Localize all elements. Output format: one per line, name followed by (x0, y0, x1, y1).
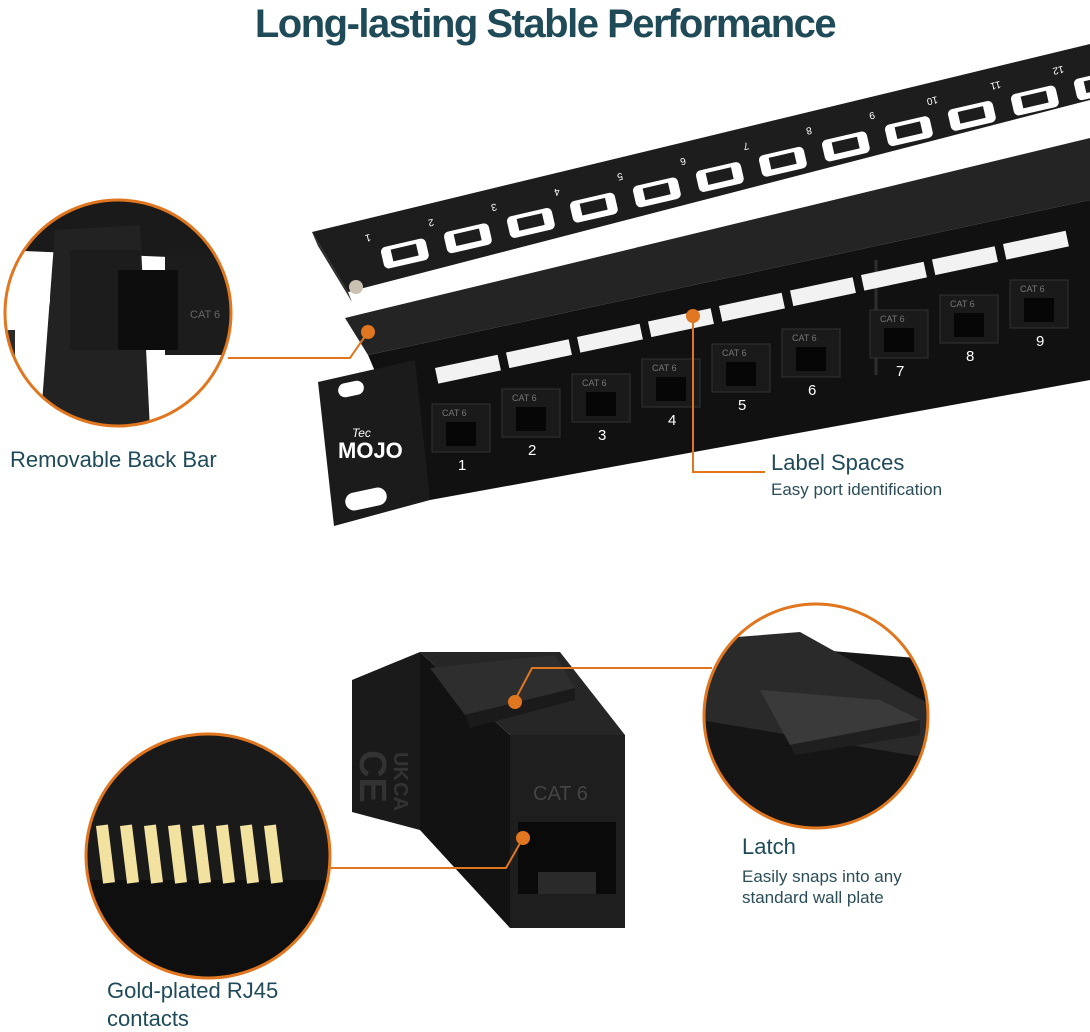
leader-lines (228, 316, 765, 869)
gold-contact-pin (168, 824, 187, 884)
back-bar-number: 12 (1051, 63, 1065, 76)
port-label: CAT 6 (652, 363, 677, 373)
zoom-contacts (86, 734, 330, 978)
label-space (505, 339, 572, 369)
latch-subtitle-1: Easily snaps into any (742, 867, 902, 886)
port-number: 9 (1036, 333, 1044, 350)
port-number: 8 (966, 348, 974, 365)
gold-contact-pin (120, 824, 139, 884)
keystone-label: CAT 6 (533, 783, 588, 805)
port-label: CAT 6 (722, 348, 747, 358)
port-label: CAT 6 (950, 299, 975, 309)
gold-contact-pin (96, 824, 115, 884)
back-bar-number: 4 (552, 185, 560, 197)
latch-subtitle-2: standard wall plate (742, 888, 884, 907)
gold-contact-pin (263, 824, 283, 884)
contacts-caption-2: contacts (107, 1006, 189, 1031)
port-label: CAT 6 (512, 393, 537, 403)
port-label: CAT 6 (582, 378, 607, 388)
svg-text:CAT 6: CAT 6 (190, 309, 220, 321)
uk-mark: UK (389, 752, 411, 781)
back-bar-number: 5 (615, 170, 623, 182)
back-bar-number: 3 (489, 200, 497, 212)
back-bar-number: 1 (363, 231, 371, 243)
brand-logo: MOJO (338, 438, 403, 463)
ce-mark: CE (351, 750, 393, 803)
port-number: 5 (738, 397, 746, 414)
port-label: CAT 6 (792, 333, 817, 343)
label-spaces-subtitle: Easy port identification (771, 480, 943, 499)
back-bar-slot (1073, 70, 1090, 101)
back-bar-number: 2 (426, 216, 434, 228)
zoom-back-bar: CAT 6 (5, 200, 231, 426)
back-bar-number: 7 (741, 139, 749, 151)
back-bar-caption: Removable Back Bar (10, 447, 217, 472)
back-bar-number: 10 (925, 93, 939, 106)
port-number: 4 (668, 412, 676, 429)
gold-contact-pin (240, 824, 259, 884)
port-number: 2 (528, 442, 536, 459)
gold-contact-pin (192, 824, 211, 884)
keystone-jack: CE UK CA CAT 6 (351, 652, 625, 928)
label-space (435, 354, 501, 384)
label-spaces-caption: Label Spaces (771, 450, 905, 475)
screw-icon (349, 280, 363, 294)
label-space (577, 323, 643, 353)
gold-contact-pin (144, 824, 163, 884)
page-title: Long-lasting Stable Performance (254, 2, 837, 46)
contacts-caption-1: Gold-plated RJ45 (107, 978, 279, 1003)
back-bar-number: 6 (678, 155, 686, 167)
zoom-latch (704, 604, 928, 828)
label-space (861, 261, 927, 291)
port-number: 6 (808, 382, 816, 399)
latch-caption: Latch (742, 834, 796, 859)
port-label: CAT 6 (442, 408, 467, 418)
back-bar-number: 9 (867, 109, 875, 121)
brand-small: Tec (352, 426, 371, 440)
port-number: 3 (598, 427, 606, 444)
label-space (790, 277, 856, 307)
port-label: CAT 6 (880, 314, 905, 324)
label-space (1003, 230, 1069, 260)
back-bar-number: 11 (989, 78, 1002, 91)
port-number: 7 (896, 363, 904, 380)
port-label: CAT 6 (1020, 284, 1045, 294)
port-number: 1 (458, 457, 466, 474)
back-bar (312, 44, 1090, 302)
label-space (932, 246, 998, 276)
callout-dots (361, 309, 700, 845)
back-bar-number: 8 (804, 124, 812, 136)
label-space (719, 292, 785, 322)
ca-mark: CA (389, 782, 411, 811)
gold-contact-pin (216, 824, 235, 884)
